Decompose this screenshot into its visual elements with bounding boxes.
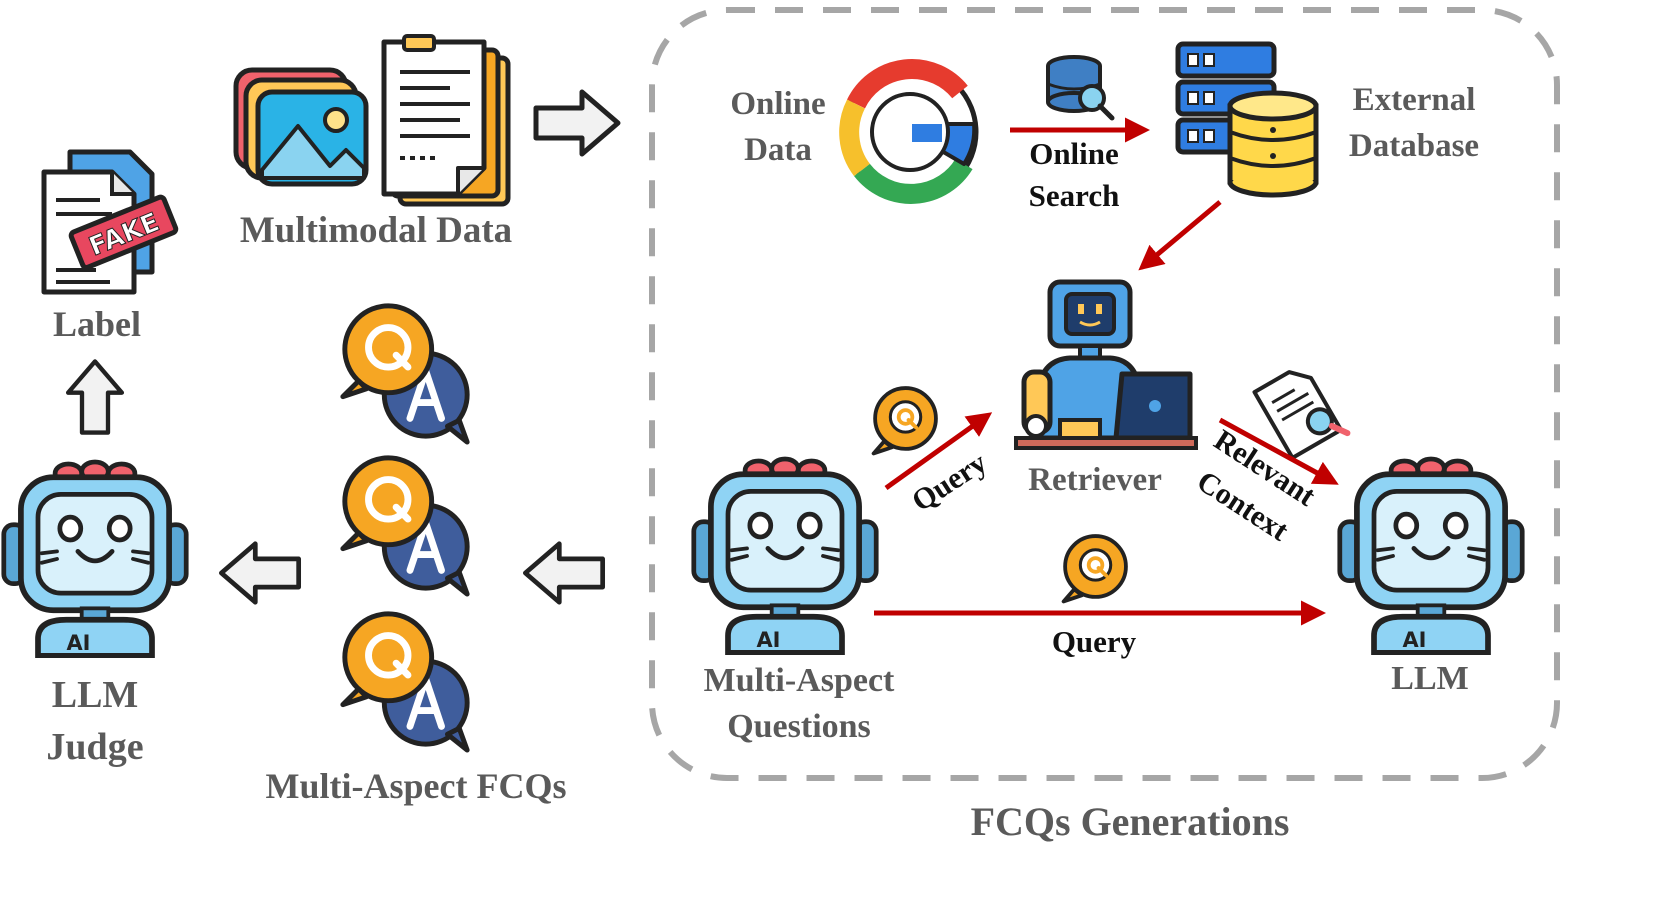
query-diagonal-label: Query	[906, 446, 992, 518]
document-search-icon	[1252, 370, 1351, 460]
documents-stack-icon	[381, 34, 511, 207]
google-icon	[839, 59, 979, 204]
query-to-retriever-arrow	[884, 412, 993, 491]
llm-robot-icon	[1340, 459, 1522, 653]
context-to-llm-arrow	[1218, 417, 1339, 485]
online-data-label-line1: Online	[730, 86, 826, 122]
qa-pair-icon-2	[343, 458, 467, 598]
query-bottom-label: Query	[1051, 624, 1137, 659]
qa-pair-icon-3	[343, 614, 467, 754]
retriever-robot-icon	[1014, 279, 1198, 450]
arrow-to-judge	[221, 544, 298, 602]
llm-judge-label-line1: LLM	[51, 674, 139, 716]
arrow-up-to-label	[68, 361, 122, 432]
retriever-label: Retriever	[1028, 462, 1162, 498]
multi-aspect-questions-label-line1: Multi-Aspect	[703, 662, 895, 699]
multi-aspect-questions-robot-icon	[694, 459, 876, 653]
label-title: Label	[52, 304, 141, 344]
query-bubble-icon-2	[1061, 534, 1128, 604]
fake-document-icon: FAKE	[41, 149, 179, 295]
external-database-icon	[1175, 41, 1319, 198]
online-search-label-line1: Online	[1029, 136, 1119, 171]
multimodal-data-label: Multimodal Data	[239, 210, 513, 251]
llm-judge-label-line2: Judge	[46, 726, 144, 768]
fcqs-generations-title: FCQs Generations	[970, 799, 1290, 844]
qa-pair-icon-1	[343, 306, 467, 446]
arrow-to-fcqs	[525, 544, 602, 602]
external-database-label-line2: Database	[1348, 128, 1480, 164]
query-bubble-icon-1	[871, 386, 938, 456]
arrow-to-generation	[536, 92, 618, 154]
multi-aspect-questions-label-line2: Questions	[727, 708, 871, 745]
llm-judge-robot-icon	[4, 462, 186, 656]
online-data-label-line2: Data	[744, 132, 812, 168]
external-database-label-line1: External	[1352, 82, 1476, 118]
llm-label: LLM	[1391, 660, 1469, 697]
fcqs-generation-box	[649, 7, 1560, 781]
database-to-retriever-arrow	[1138, 200, 1222, 271]
online-search-label-line2: Search	[1028, 178, 1120, 213]
database-search-icon	[1046, 55, 1115, 121]
images-stack-icon	[233, 67, 369, 187]
multi-aspect-fcqs-label: Multi-Aspect FCQs	[265, 766, 567, 806]
